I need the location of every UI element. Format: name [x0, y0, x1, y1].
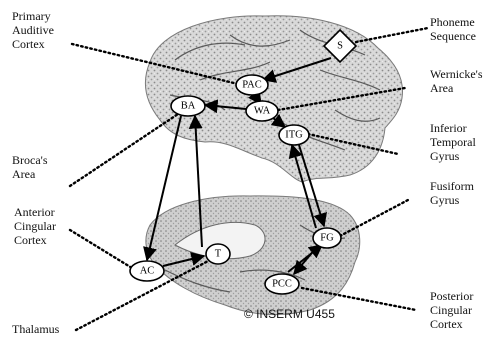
node-fg-ellipse: [312, 227, 342, 249]
arrow-ba-to-ac: [143, 115, 182, 262]
label-inferior-line3: Gyrus: [430, 149, 460, 163]
label-fusiform-line1: Fusiform: [430, 179, 475, 193]
arrow-itg-to-fg: [298, 144, 327, 228]
leader-primary-auditive: [70, 42, 240, 86]
label-thalamus: Thalamus: [12, 322, 60, 336]
node-fg: FG: [312, 227, 342, 249]
label-fusiform-gyrus: Fusiform Gyrus: [430, 179, 475, 207]
brain-medial-illustration: [145, 195, 361, 316]
node-t-ellipse: [205, 243, 231, 265]
leader-inferior-temporal: [306, 132, 400, 156]
label-anterior-cingular-cortex: Anterior Cingular Cortex: [14, 205, 56, 247]
node-ac: AC: [129, 260, 165, 282]
label-broca-line1: Broca's: [12, 153, 48, 167]
node-wa-ellipse: [245, 100, 279, 122]
node-t-label: T: [215, 249, 222, 260]
label-primary-line2: Auditive: [12, 23, 54, 37]
label-phoneme-sequence: Phoneme Sequence: [430, 15, 476, 43]
label-posterior-line3: Cortex: [430, 317, 463, 331]
arrow-wa-to-itg: [270, 113, 287, 128]
label-primary-line1: Primary: [12, 9, 51, 23]
label-posterior-line2: Cingular: [430, 303, 472, 317]
arrow-pcc-to-fg: [287, 244, 324, 273]
label-wernickes-area: Wernicke's Area: [430, 67, 483, 95]
node-ba: BA: [170, 95, 206, 117]
label-primary-line3: Cortex: [12, 37, 45, 51]
node-fg-label: FG: [320, 233, 334, 244]
node-itg-ellipse: [278, 124, 310, 146]
label-wernicke-line2: Area: [430, 81, 454, 95]
leader-anterior-cingular: [68, 228, 134, 270]
label-anterior-line2: Cingular: [14, 219, 56, 233]
label-phoneme-line2: Sequence: [430, 29, 476, 43]
label-posterior-line1: Posterior: [430, 289, 473, 303]
label-phoneme-line1: Phoneme: [430, 15, 475, 29]
leader-wernicke: [276, 86, 407, 112]
node-pac-ellipse: [235, 74, 269, 96]
connections: [143, 57, 332, 276]
label-inferior-temporal-gyrus: Inferior Temporal Gyrus: [430, 121, 476, 163]
copyright-notice: © INSERM U455: [244, 307, 335, 321]
node-s-diamond: [322, 28, 358, 64]
node-s: S: [322, 28, 358, 64]
node-ac-ellipse: [129, 260, 165, 282]
node-pac: PAC: [235, 74, 269, 96]
leader-phoneme: [354, 26, 430, 44]
node-pac-label: PAC: [242, 80, 261, 91]
arrow-wa-to-ba: [203, 99, 247, 114]
node-wa: WA: [245, 100, 279, 122]
leader-posterior-cingular: [300, 286, 418, 312]
arrow-t-to-ba: [188, 114, 203, 248]
arrow-s-to-pac: [261, 57, 332, 83]
node-pcc: PCC: [264, 273, 300, 295]
node-wa-label: WA: [254, 106, 271, 117]
leader-broca: [68, 112, 180, 188]
node-ac-label: AC: [140, 266, 155, 277]
label-wernicke-line1: Wernicke's: [430, 67, 483, 81]
label-anterior-line1: Anterior: [14, 205, 55, 219]
label-posterior-cingular-cortex: Posterior Cingular Cortex: [430, 289, 473, 331]
leader-lines: [68, 26, 430, 332]
node-ba-ellipse: [170, 95, 206, 117]
node-itg-label: ITG: [285, 130, 303, 141]
node-pcc-label: PCC: [272, 279, 292, 290]
label-fusiform-line2: Gyrus: [430, 193, 460, 207]
node-itg: ITG: [278, 124, 310, 146]
node-ba-label: BA: [181, 101, 196, 112]
label-inferior-line2: Temporal: [430, 135, 476, 149]
label-broca-line2: Area: [12, 167, 36, 181]
label-inferior-line1: Inferior: [430, 121, 467, 135]
node-t: T: [205, 243, 231, 265]
node-pcc-ellipse: [264, 273, 300, 295]
leader-fusiform: [338, 198, 410, 238]
arrow-ac-to-t: [162, 252, 206, 267]
leader-thalamus: [74, 256, 216, 332]
label-anterior-line3: Cortex: [14, 233, 47, 247]
label-primary-auditive-cortex: Primary Auditive Cortex: [12, 9, 54, 51]
label-brocas-area: Broca's Area: [12, 153, 48, 181]
node-s-label: S: [337, 41, 343, 52]
arrow-fg-to-itg: [288, 143, 317, 229]
